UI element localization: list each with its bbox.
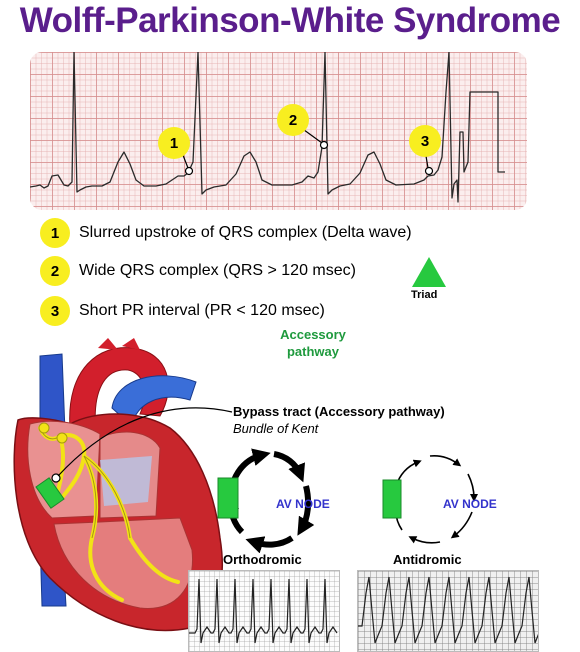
- criterion-2-badge: 2: [40, 256, 70, 286]
- orthodromic-pathway-block: [217, 477, 239, 519]
- ecg-trace: [30, 52, 505, 203]
- accessory-pathway-label: Accessory pathway: [280, 327, 346, 359]
- antidromic-pathway-block: [382, 479, 402, 519]
- antidromic-caption: Antidromic: [393, 552, 462, 567]
- ecg-waveform: [30, 52, 505, 203]
- marker-3-point: [424, 166, 434, 176]
- orthodromic-ecg-trace: [189, 578, 338, 644]
- orthodromic-circuit-icon: [217, 448, 315, 554]
- criterion-3-text: Short PR interval (PR < 120 msec): [79, 302, 325, 319]
- ecg-marker-2: 2: [277, 104, 309, 136]
- antidromic-ecg-strip: [357, 570, 539, 652]
- triad-triangle-icon: [412, 257, 446, 287]
- marker-1-point: [184, 166, 194, 176]
- criterion-2-text: Wide QRS complex (QRS > 120 msec): [79, 262, 356, 279]
- ecg-strip: [30, 52, 527, 210]
- bypass-leader-line: [57, 407, 233, 477]
- marker-2-point: [319, 140, 329, 150]
- criterion-1-badge: 1: [40, 218, 70, 248]
- antidromic-av-node-label: AV NODE: [443, 497, 497, 511]
- bypass-tract-subtitle: Bundle of Kent: [233, 421, 319, 436]
- orthodromic-caption: Orthodromic: [223, 552, 302, 567]
- triad-label: Triad: [411, 289, 438, 301]
- orthodromic-av-node-label: AV NODE: [276, 497, 330, 511]
- antidromic-ecg-trace: [358, 576, 538, 644]
- orthodromic-ecg-strip: [188, 570, 340, 652]
- ecg-marker-1: 1: [158, 127, 190, 159]
- criterion-1-text: Slurred upstroke of QRS complex (Delta w…: [79, 224, 412, 241]
- antidromic-circuit-icon: [382, 455, 478, 544]
- triad-triangle-shape: [412, 257, 446, 287]
- page-title: Wolff-Parkinson-White Syndrome: [19, 1, 561, 40]
- bypass-tract-title: Bypass tract (Accessory pathway): [233, 404, 445, 419]
- ecg-marker-3: 3: [409, 125, 441, 157]
- criterion-3-badge: 3: [40, 296, 70, 326]
